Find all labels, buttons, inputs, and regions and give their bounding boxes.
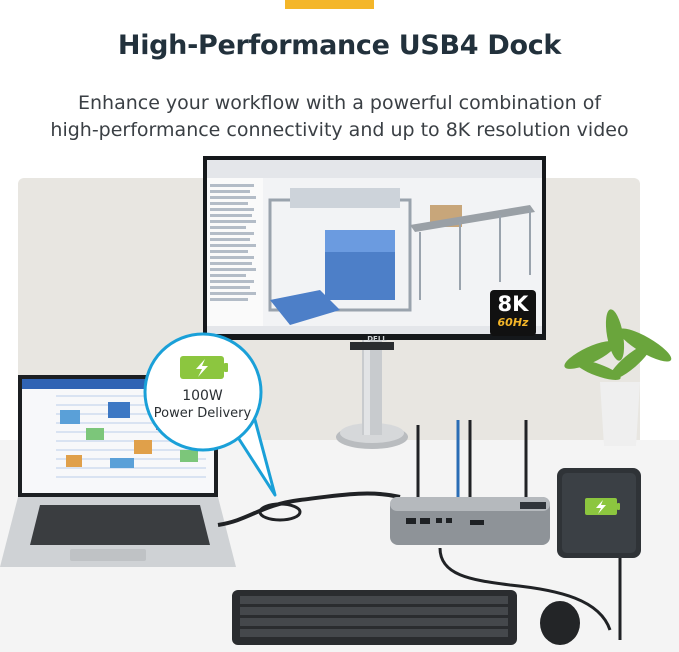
power-delivery-callout [143, 332, 277, 497]
resolution-badge: 8K 60Hz [490, 290, 536, 336]
monitor [203, 156, 546, 340]
badge-refresh: 60Hz [497, 316, 529, 329]
usb-cable [217, 491, 401, 527]
callout-text: 100W Power Delivery [145, 388, 260, 422]
callout-label: Power Delivery [153, 406, 252, 421]
badge-resolution: 8K [497, 292, 529, 316]
keyboard [232, 590, 517, 645]
accent-bar [285, 0, 374, 9]
mouse [540, 601, 580, 645]
subtitle-line-1: Enhance your workflow with a powerful co… [77, 92, 602, 114]
tablet-battery-icon [585, 498, 620, 515]
page-title: High-Performance USB4 Dock [117, 30, 562, 61]
plant [564, 309, 672, 446]
callout-wattage: 100W [182, 388, 223, 404]
monitor-arm [336, 340, 408, 449]
usb4-dock [390, 497, 550, 545]
page-subtitle: Enhance your workflow with a powerful co… [0, 90, 679, 144]
monitor-brand-logo: DELL [367, 335, 387, 343]
battery-charging-icon [180, 356, 228, 379]
subtitle-line-2: high-performance connectivity and up to … [50, 119, 629, 141]
